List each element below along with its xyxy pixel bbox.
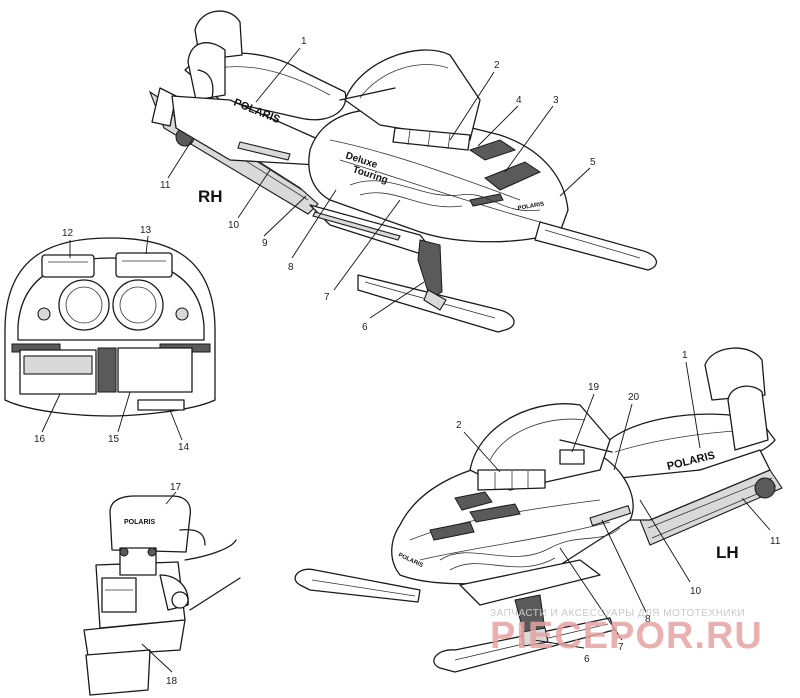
dash-callout-12: 12 — [62, 228, 74, 239]
rh-view-label: RH — [198, 187, 223, 206]
lh-callout-11: 11 — [770, 536, 781, 547]
rh-callout-11: 11 — [160, 180, 171, 191]
lh-callout-20: 20 — [628, 392, 640, 403]
rh-callout-6: 6 — [362, 322, 368, 333]
seat-headrest-detail: POLARIS 17 18 — [83, 482, 241, 696]
lh-callout-6: 6 — [584, 654, 590, 665]
lh-right-ski — [294, 568, 421, 603]
lh-view-label: LH — [716, 543, 739, 562]
rh-windshield — [344, 49, 481, 141]
dash-callout-16: 16 — [34, 434, 46, 445]
rh-callout-9: 9 — [262, 238, 268, 249]
tachometer-gauge-icon — [112, 279, 164, 331]
rh-callout-1: 1 — [301, 36, 307, 47]
seat-decal-18 — [101, 577, 137, 613]
lh-callout-7: 7 — [618, 642, 624, 653]
rh-callout-5: 5 — [590, 157, 596, 168]
rh-right-ski — [534, 221, 658, 271]
lh-decal-19 — [559, 449, 585, 465]
headrest-brand-decal: POLARIS — [124, 519, 155, 526]
rh-callout-4: 4 — [516, 95, 522, 106]
watermark-site: PIECEPOR.RU — [490, 615, 763, 657]
rh-nose-brand-decal: POLARIS — [517, 201, 544, 212]
rh-callout-7: 7 — [324, 292, 330, 303]
lh-callout-8: 8 — [645, 614, 651, 625]
lh-callout-1: 1 — [682, 350, 688, 361]
lh-snowmobile: POLARIS POLARIS — [294, 347, 783, 673]
rh-callout-2: 2 — [494, 60, 500, 71]
rh-callout-10: 10 — [228, 220, 240, 231]
lh-callout-2: 2 — [456, 420, 462, 431]
dash-decal-12 — [41, 254, 95, 278]
watermark-caption: ЗАПЧАСТИ И АКСЕССУАРЫ ДЛЯ МОТОТЕХНИКИ — [490, 608, 745, 619]
dash-decal-13 — [115, 252, 173, 278]
lh-rear-idler-wheel-icon — [754, 477, 776, 499]
dash-callout-14: 14 — [178, 442, 190, 453]
seat-callout-17: 17 — [170, 482, 182, 493]
lh-callout-10: 10 — [690, 586, 702, 597]
seat-callout-18: 18 — [166, 676, 178, 687]
lh-callout-19: 19 — [588, 382, 600, 393]
dash-callout-13: 13 — [140, 225, 152, 236]
dash-decal-15 — [117, 347, 193, 393]
watermark: ЗАПЧАСТИ И АКСЕССУАРЫ ДЛЯ МОТОТЕХНИКИ PI… — [490, 608, 763, 657]
dash-callout-15: 15 — [108, 434, 120, 445]
rh-callout-3: 3 — [553, 95, 559, 106]
rh-callout-8: 8 — [288, 262, 294, 273]
speedometer-gauge-icon — [58, 279, 110, 331]
dash-decal-14 — [137, 399, 185, 411]
rh-snowmobile: POLARIS Deluxe Touring POLARIS — [148, 10, 658, 333]
dash-console-detail: 12 13 16 15 14 — [4, 225, 216, 453]
lh-windshield — [469, 403, 611, 491]
